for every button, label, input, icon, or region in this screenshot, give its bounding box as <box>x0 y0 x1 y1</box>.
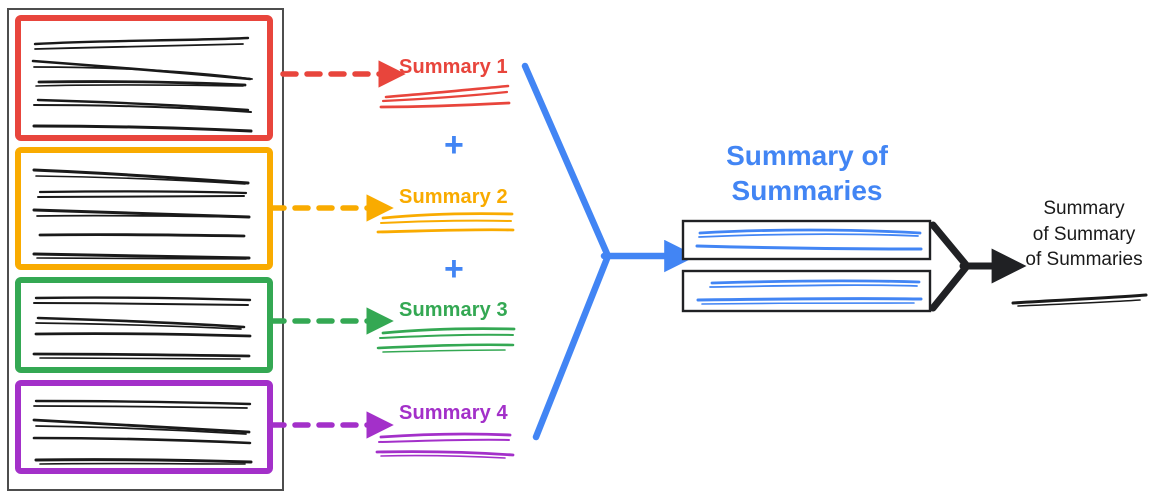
sos-box-1-scribble <box>695 228 923 251</box>
summary-of-summaries-title: Summary of Summaries <box>690 138 924 208</box>
summary-1-scribble <box>379 84 511 109</box>
document-group-4-lines <box>32 399 253 465</box>
final-title-line-3: of Summaries <box>1025 249 1143 271</box>
summary-3-label: Summary 3 <box>399 299 508 321</box>
final-title-line-1: Summary <box>1043 198 1125 219</box>
final-title-line-2: of Summary <box>1032 223 1136 245</box>
document-group-2-lines <box>32 168 251 260</box>
summary-2-scribble <box>376 212 515 234</box>
summary-3-scribble <box>376 327 516 353</box>
summary-4-label: Summary 4 <box>399 402 508 424</box>
plus-operator-2: + <box>444 250 464 288</box>
summary-4-scribble <box>375 432 515 459</box>
sos-title-line-2: Summaries <box>731 175 883 206</box>
sos-box-2-scribble <box>696 279 923 305</box>
final-output-scribble <box>1011 293 1148 307</box>
document-collection-container <box>7 8 284 491</box>
plus-operator-1: + <box>444 126 464 164</box>
document-group-3-lines <box>32 296 252 360</box>
document-group-2-box <box>15 147 273 270</box>
final-output-title: Summary of Summary of Summaries <box>1008 196 1160 273</box>
sos-title-line-1: Summary of <box>726 140 888 171</box>
summary-2-label: Summary 2 <box>399 186 508 208</box>
document-group-1-lines <box>31 36 253 133</box>
sos-box-1 <box>681 219 932 261</box>
summary-1-label: Summary 1 <box>399 56 508 78</box>
sos-box-2 <box>681 269 932 313</box>
black-merge-arrow <box>929 221 971 312</box>
blue-merge-arrow <box>521 62 612 441</box>
